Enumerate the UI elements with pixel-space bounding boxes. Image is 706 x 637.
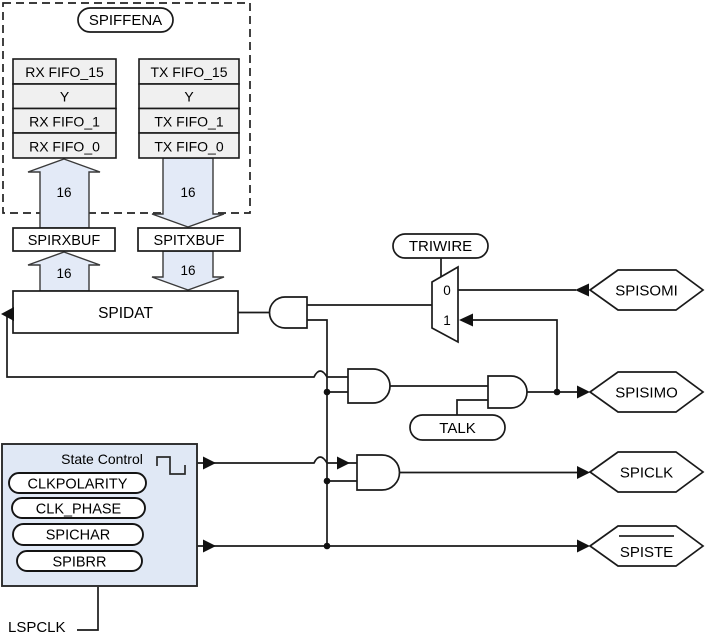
tx-fifo-row: TX FIFO_15 [150,64,227,80]
somi-arrowhead [575,283,589,297]
talk-bit-badge [409,414,506,441]
rx-fifo-row: RX FIFO_0 [29,139,100,155]
spiste-pin [588,525,705,567]
spiclk-and-gate [356,454,401,491]
rx-fifo-row: RX FIFO_15 [25,64,104,80]
talk-label: TALK [439,420,475,437]
clk-phase-label: CLK_PHASE [36,502,122,518]
spirxbuf-box [12,227,116,252]
spibrr-register [16,550,143,572]
clkpolarity-register [8,472,147,494]
rx-fifo-row: RX FIFO_1 [29,114,100,130]
simo-and-gate-1 [347,368,391,404]
spiste-arrowhead [577,539,590,553]
tx-fifo-row: TX FIFO_1 [154,114,223,130]
triwire-bit-badge [392,233,489,259]
tx-bus-width-label: 16 [180,185,195,200]
mux-in1-loopback-wire [461,319,558,392]
spisomi-pin [588,269,705,311]
spiclk-arrowhead [577,466,590,479]
lspclk-wire [77,587,99,631]
ste-box-exit-arrowhead [203,539,216,553]
clk-box-exit-arrowhead [203,456,216,470]
spisomi-label: SPISOMI [615,283,678,300]
clk-phase-register [11,497,146,519]
receive-and-gate [268,296,308,329]
rx-bus-width-label: 16 [56,185,71,200]
junction-dot [323,388,331,396]
clkpolarity-label: CLKPOLARITY [28,477,128,493]
tx-fifo-row: Y [184,89,194,105]
talk-wire [456,399,488,415]
state-control-clk-wire [197,456,357,464]
clock-waveform-icon [156,456,186,475]
spiclk-label: SPICLK [620,465,673,482]
rx-fifo-row: Y [60,89,70,105]
tx-fifo-stack: TX FIFO_15 Y TX FIFO_1 TX FIFO_0 [138,58,240,159]
spidat-label: SPIDAT [98,305,153,322]
spirxbuf-label: SPIRXBUF [28,233,101,249]
mux-input1-label: 1 [443,313,451,328]
spiste-label: SPISTE [620,544,673,561]
state-control-title: State Control [61,451,143,467]
mux-in1-arrowhead [459,313,473,327]
simo-arrowhead [577,385,590,399]
spichar-label: SPICHAR [46,528,110,544]
tx-buf-bus-width-label: 16 [180,263,195,278]
lspclk-label: LSPCLK [8,619,66,636]
spiclk-pin [588,451,705,493]
triwire-label: TRIWIRE [409,238,472,255]
spidat-box [12,290,239,334]
spibrr-label: SPIBRR [53,555,107,571]
clock-bus-wire [307,319,328,546]
spiffena-label: SPIFFENA [89,12,162,29]
simo-and-gate-2 [487,375,528,409]
triwire-mux [431,265,459,344]
spidat-out-arrowhead [1,307,14,321]
spitxbuf-label: SPITXBUF [154,233,225,249]
spisimo-label: SPISIMO [615,385,678,402]
spiffena-bit-badge [77,7,174,33]
spitxbuf-box [137,227,241,252]
spichar-register [12,523,144,546]
clk-gate-in-arrowhead [337,456,350,470]
mux-input0-label: 0 [443,283,451,298]
tx-fifo-row: TX FIFO_0 [154,139,223,155]
junction-dot [323,477,331,485]
rx-fifo-stack: RX FIFO_15 Y RX FIFO_1 RX FIFO_0 [12,58,117,159]
rx-buf-bus-width-label: 16 [56,266,71,281]
junction-dot [323,542,331,550]
junction-dot [553,388,561,396]
spisimo-pin [588,371,705,413]
fifo-enable-dashed-box [2,2,251,214]
